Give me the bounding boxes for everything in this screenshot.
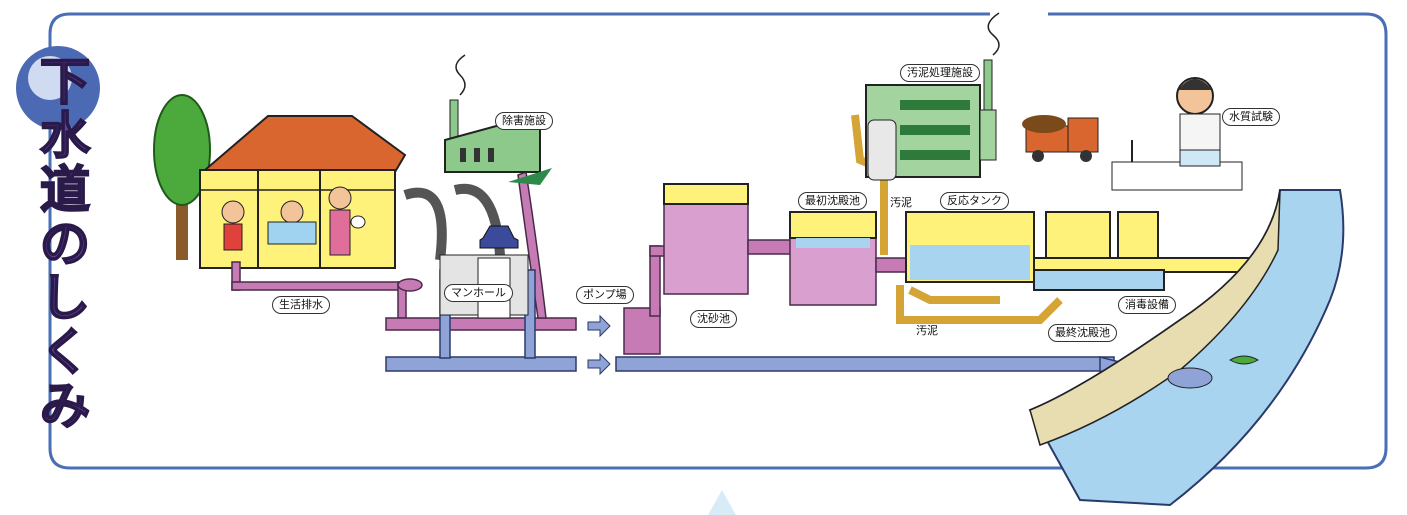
label-domestic-wastewater: 生活排水 bbox=[272, 296, 330, 314]
label-disinfection-facility: 消毒設備 bbox=[1118, 296, 1176, 314]
label-sludge-bottom: 汚泥 bbox=[916, 324, 938, 337]
title-char: 道 bbox=[39, 161, 91, 219]
title-char: の bbox=[39, 215, 91, 273]
title-char: く bbox=[39, 323, 91, 381]
label-sludge-treatment-facility: 汚泥処理施設 bbox=[900, 64, 980, 82]
title-char: み bbox=[39, 377, 91, 435]
river bbox=[1028, 189, 1345, 507]
label-grit-chamber: 沈砂池 bbox=[690, 310, 737, 328]
diagram-frame bbox=[48, 12, 1388, 470]
title-char: 下 bbox=[39, 53, 91, 111]
title-char: し bbox=[39, 269, 91, 327]
label-pump-station: ポンプ場 bbox=[576, 286, 634, 304]
label-manhole: マンホール bbox=[444, 284, 513, 302]
label-primary-settling-tank: 最初沈殿池 bbox=[798, 192, 867, 210]
flow-arrows bbox=[587, 314, 611, 376]
title-char: 水 bbox=[39, 107, 91, 165]
page-title: 下 水 道 の し く み bbox=[10, 53, 120, 435]
water-quality-scientist bbox=[1111, 77, 1243, 191]
label-sludge-top: 汚泥 bbox=[890, 196, 912, 209]
bottom-pointer bbox=[708, 490, 736, 515]
label-pretreatment-facility: 除害施設 bbox=[495, 112, 553, 130]
label-final-settling-tank: 最終沈殿池 bbox=[1048, 324, 1117, 342]
sludge-treatment-building bbox=[865, 12, 1099, 181]
label-water-quality-test: 水質試験 bbox=[1222, 108, 1280, 126]
house bbox=[153, 94, 407, 269]
pretreatment-factory bbox=[444, 54, 552, 185]
label-reaction-tank: 反応タンク bbox=[940, 192, 1009, 210]
treatment-tanks bbox=[663, 183, 1257, 291]
